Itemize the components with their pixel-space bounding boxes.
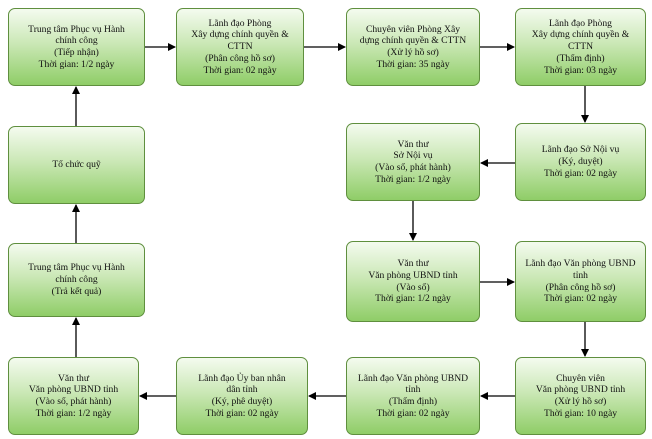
step-line: Thời gian: 1/2 ngày bbox=[35, 407, 112, 419]
step-line: Lãnh đạo Phòng bbox=[208, 17, 272, 29]
step-line: chính công bbox=[55, 35, 98, 47]
step-line: Trung tâm Phục vụ Hành bbox=[28, 23, 125, 35]
step-line: Thời gian: 35 ngày bbox=[376, 58, 450, 70]
step-line: (Tiếp nhận) bbox=[54, 47, 99, 58]
step-line: (Trả kết quả) bbox=[51, 285, 102, 297]
step-1-reception-center: Trung tâm Phục vụ Hành chính công (Tiếp … bbox=[8, 8, 145, 86]
step-12-provincial-office-clerk-issue: Văn thư Văn phòng UBND tỉnh (Vào sổ, phá… bbox=[8, 357, 139, 435]
step-line: Chuyên viên Phòng Xây bbox=[365, 23, 461, 35]
step-line: chính công bbox=[55, 274, 98, 286]
step-line: (Vào sổ, phát hành) bbox=[375, 162, 451, 173]
step-line: Văn thư bbox=[397, 138, 429, 150]
step-14-fund-organization: Tổ chức quỹ bbox=[8, 126, 145, 204]
step-line: Thời gian: 02 ngày bbox=[376, 407, 450, 419]
step-line: Thời gian: 03 ngày bbox=[543, 64, 618, 76]
step-line: (Phân công hồ sơ) bbox=[545, 281, 616, 293]
step-line: Xây dựng chính quyền & bbox=[531, 29, 630, 41]
step-line: Thời gian: 02 ngày bbox=[203, 64, 277, 76]
step-5-home-affairs-leader-sign: Lãnh đạo Sở Nội vụ (Ký, duyệt) Thời gian… bbox=[515, 123, 646, 201]
step-line: Lãnh đạo Văn phòng UBND bbox=[525, 258, 636, 270]
step-line: (Ký, phê duyệt) bbox=[211, 396, 273, 407]
step-line: Thời gian: 10 ngày bbox=[543, 407, 618, 419]
step-line: Sở Nội vụ bbox=[393, 150, 433, 162]
step-line: Lãnh đạo Văn phòng UBND bbox=[357, 372, 469, 384]
step-10-provincial-office-leader-appraise: Lãnh đạo Văn phòng UBND tỉnh (Thẩm định)… bbox=[346, 357, 480, 435]
step-line: Văn thư bbox=[397, 258, 429, 270]
step-line: Tổ chức quỹ bbox=[52, 159, 101, 171]
step-line: Văn thư bbox=[57, 372, 90, 384]
step-line: Lãnh đạo Sở Nội vụ bbox=[541, 144, 620, 156]
step-line: CTTN bbox=[227, 41, 253, 53]
step-9-provincial-office-specialist: Chuyên viên Văn phòng UBND tỉnh (Xử lý h… bbox=[515, 357, 646, 435]
step-line: (Ký, duyệt) bbox=[558, 156, 603, 168]
step-8-provincial-office-leader-assign: Lãnh đạo Văn phòng UBND tỉnh (Phân công … bbox=[515, 241, 646, 322]
step-line: (Thẩm định) bbox=[388, 396, 438, 407]
step-line: tỉnh bbox=[573, 269, 588, 281]
step-line: CTTN bbox=[567, 41, 594, 53]
step-line: Lãnh đạo Phòng bbox=[549, 17, 612, 29]
step-line: Thời gian: 1/2 ngày bbox=[38, 58, 115, 70]
step-3-department-specialist-process: Chuyên viên Phòng Xây dựng chính quyền &… bbox=[346, 8, 480, 86]
step-line: tỉnh bbox=[405, 384, 421, 396]
step-line: Văn phòng UBND tỉnh bbox=[535, 384, 626, 396]
step-6-home-affairs-clerk: Văn thư Sở Nội vụ (Vào sổ, phát hành) Th… bbox=[346, 123, 480, 201]
step-4-department-leader-appraise: Lãnh đạo Phòng Xây dựng chính quyền & CT… bbox=[515, 8, 646, 86]
step-11-provincial-committee-leader-approve: Lãnh đạo Ủy ban nhân dân tỉnh (Ký, phê d… bbox=[176, 357, 308, 435]
step-line: Thời gian: 02 ngày bbox=[543, 167, 618, 179]
step-7-provincial-office-clerk-register: Văn thư Văn phòng UBND tỉnh (Vào sổ) Thờ… bbox=[346, 241, 480, 322]
step-line: Trung tâm Phục vụ Hành bbox=[28, 262, 125, 274]
step-line: Chuyên viên bbox=[556, 372, 605, 384]
step-line: (Vào sổ, phát hành) bbox=[35, 396, 112, 407]
step-line: Thời gian: 1/2 ngày bbox=[375, 293, 451, 305]
step-line: (Thẩm định) bbox=[556, 52, 605, 64]
step-line: (Vào sổ) bbox=[396, 281, 430, 293]
step-2-department-leader-assign: Lãnh đạo Phòng Xây dựng chính quyền & CT… bbox=[176, 8, 304, 86]
step-line: Thời gian: 02 ngày bbox=[543, 293, 618, 305]
step-line: (Xử lý hồ sơ) bbox=[387, 47, 439, 58]
step-line: Thời gian: 02 ngày bbox=[205, 407, 279, 419]
step-line: Lãnh đạo Ủy ban nhân bbox=[198, 372, 286, 384]
step-line: Thời gian: 1/2 ngày bbox=[375, 173, 451, 185]
step-line: dựng chính quyền & CTTN bbox=[359, 35, 467, 47]
step-line: Xây dựng chính quyền & bbox=[191, 29, 289, 41]
step-line: Văn phòng UBND tỉnh bbox=[368, 269, 458, 281]
step-13-result-return-center: Trung tâm Phục vụ Hành chính công (Trả k… bbox=[8, 243, 145, 317]
step-line: Văn phòng UBND tỉnh bbox=[28, 384, 119, 396]
step-line: dân tỉnh bbox=[226, 384, 258, 396]
step-line: (Phân công hồ sơ) bbox=[205, 52, 275, 64]
step-line: (Xử lý hồ sơ) bbox=[554, 396, 607, 407]
